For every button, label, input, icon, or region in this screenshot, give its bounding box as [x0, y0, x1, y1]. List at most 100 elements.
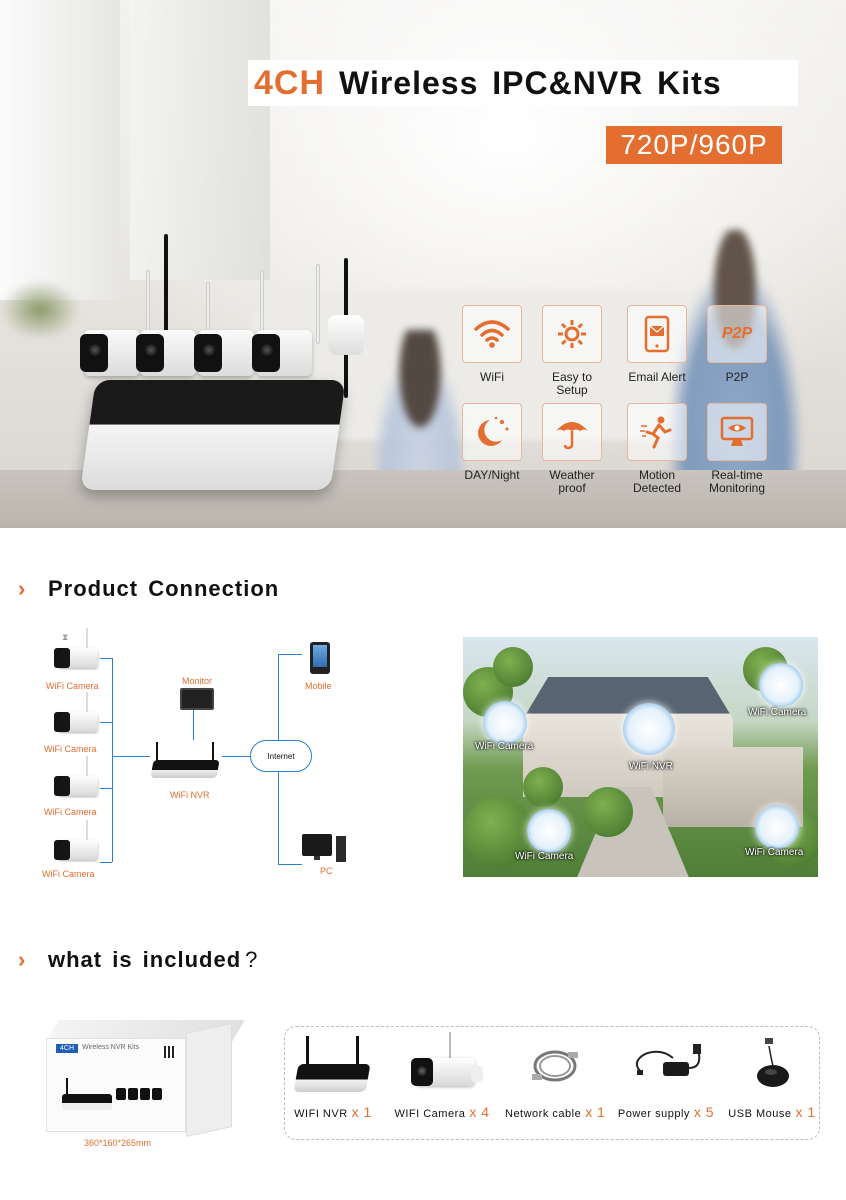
feature-label: Motion Detected [632, 468, 682, 495]
wifi-camera: ⧗ [48, 628, 98, 670]
hero-window [0, 0, 120, 300]
camera-unit [80, 330, 140, 376]
item-label: WIFI Camera [394, 1108, 466, 1120]
feature-weatherproof: Weather proof [532, 403, 612, 495]
included-items-frame [284, 1026, 820, 1140]
camera-unit [136, 330, 196, 376]
feature-label: P2P [725, 370, 749, 384]
motion-icon [640, 416, 672, 449]
nvr-body [80, 380, 346, 490]
title-accent: 4CH [254, 63, 326, 102]
chevron-right-icon: › [18, 576, 26, 601]
section-title-mark: ? [245, 947, 259, 972]
camera-mount [328, 315, 364, 355]
camera-bubble [527, 809, 571, 853]
monitor-icon [720, 416, 754, 446]
section-title: what is included [48, 947, 242, 972]
day-night-icon [478, 416, 509, 446]
feature-day-night: DAY/Night [452, 403, 532, 482]
feature-label: WiFi [480, 370, 504, 384]
power-supply-image [621, 1032, 711, 1096]
item-qty: x 1 [795, 1104, 816, 1120]
aerial-label: WiFi Camera [745, 847, 804, 858]
feature-label: Real-time Monitoring [708, 468, 766, 495]
wifi-icon: ⧗ [62, 632, 69, 642]
item-label: WIFI NVR [294, 1108, 348, 1120]
antenna [316, 264, 320, 344]
box-title: Wireless NVR Kits [82, 1044, 140, 1051]
cloud-icon: Internet [250, 740, 312, 772]
aerial-house-scene: WiFi Camera WiFi NVR WiFi Camera WiFi Ca… [463, 637, 818, 877]
umbrella-icon [556, 422, 588, 450]
qr-code-icon [164, 1046, 176, 1058]
mobile-label: Mobile [305, 681, 332, 691]
usb-mouse-image [727, 1032, 817, 1096]
gear-icon [558, 320, 586, 348]
feature-label: Email Alert [628, 370, 686, 384]
camera-unit [252, 330, 312, 376]
wifi-camera [48, 820, 98, 862]
camera-bubble [483, 701, 527, 745]
camera-label: WiFi Camera [42, 869, 95, 879]
hero-window [130, 0, 270, 280]
feature-easy-setup: Easy to Setup [532, 305, 612, 397]
nvr-icon [150, 742, 220, 778]
chevron-right-icon: › [18, 947, 26, 972]
nvr-bubble [623, 703, 675, 755]
mobile-icon [310, 642, 330, 674]
camera-label: WiFi Camera [44, 744, 97, 754]
box-tag: 4CH [56, 1044, 79, 1053]
camera-label: WiFi Camera [44, 807, 97, 817]
feature-real-time-monitoring: Real-time Monitoring [697, 403, 777, 495]
aerial-label: WiFi Camera [515, 851, 574, 862]
camera-bubble [759, 663, 803, 707]
item-qty: x 1 [585, 1104, 606, 1120]
section-heading-connection: › Product Connection [18, 576, 279, 602]
item-qty: x 5 [693, 1104, 715, 1120]
aerial-label: WiFi Camera [748, 707, 807, 718]
feature-label: Weather proof [549, 468, 595, 495]
resolution-badge: 720P/960P [606, 126, 782, 164]
camera-label: WiFi Camera [46, 681, 99, 691]
pc-label: PC [320, 866, 333, 876]
feature-motion-detected: Motion Detected [617, 403, 697, 495]
feature-label: Easy to Setup [551, 370, 593, 397]
section-heading-included: › what is included ? [18, 947, 258, 973]
feature-p2p: P2P P2P [697, 305, 777, 384]
aerial-label: WiFi NVR [629, 761, 673, 772]
email-alert-icon [644, 315, 670, 353]
hero-title: 4CH Wireless IPC&NVR Kits [248, 60, 798, 106]
hero-nvr-kit-image [78, 230, 378, 500]
item-label: Network cable [505, 1108, 582, 1120]
item-qty: x 4 [469, 1104, 490, 1120]
p2p-icon-text: P2P [721, 325, 753, 342]
internet-label: Internet [267, 751, 295, 761]
network-cable-image [510, 1032, 600, 1096]
feature-email-alert: Email Alert [617, 305, 697, 384]
box-dimensions: 360*160*265mm [84, 1138, 152, 1148]
pc-icon [302, 834, 348, 864]
item-qty: x 1 [351, 1104, 372, 1120]
camera-image [397, 1032, 487, 1096]
package-box-image: 4CH Wireless NVR Kits [46, 1020, 245, 1137]
title-text: Wireless IPC&NVR Kits [339, 64, 722, 101]
item-label: USB Mouse [728, 1108, 792, 1120]
feature-label: DAY/Night [464, 468, 520, 482]
monitor-icon [180, 688, 214, 710]
hero-plant [0, 280, 80, 340]
nvr-label: WiFi NVR [170, 790, 210, 800]
camera-unit [194, 330, 254, 376]
section-title: Product Connection [48, 576, 280, 601]
wifi-icon [474, 320, 510, 348]
antenna [164, 234, 168, 344]
wifi-camera [48, 692, 98, 734]
monitor-label: Monitor [182, 676, 213, 686]
camera-bubble [755, 805, 799, 849]
hero-banner: 4CH Wireless IPC&NVR Kits 720P/960P WiFi [0, 0, 846, 528]
nvr-image [288, 1032, 378, 1096]
feature-wifi: WiFi [452, 305, 532, 384]
